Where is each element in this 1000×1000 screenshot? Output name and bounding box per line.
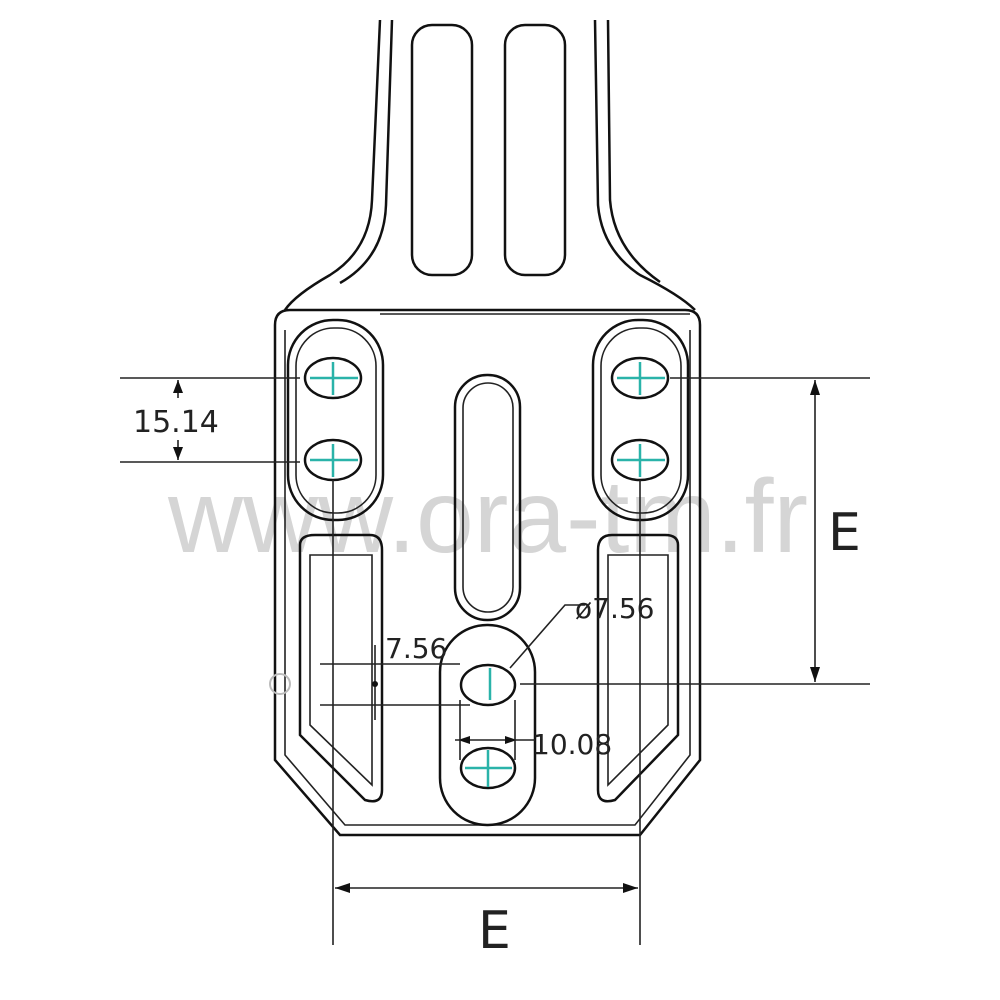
- dimension-slot-width: 7.56: [320, 632, 470, 720]
- side-slots: [298, 533, 680, 803]
- bottom-hole-slot: [438, 623, 537, 827]
- dimension-horizontal-e: E: [332, 480, 641, 961]
- center-slot: [453, 373, 522, 622]
- dim-label-vertical-e: E: [828, 503, 861, 563]
- dimension-vertical-e: E: [520, 377, 870, 685]
- dimension-slot-length: 10.08: [455, 700, 612, 761]
- dim-label-horizontal-e: E: [478, 901, 511, 961]
- center-slot-inner: [462, 382, 514, 613]
- bracket-stem: [283, 19, 696, 311]
- dim-label-slot-length: 10.08: [532, 728, 612, 761]
- dim-label-slot-width: 7.56: [385, 632, 447, 665]
- left-hole-pair: [286, 318, 385, 522]
- dim-label-hole-diameter: ø7.56: [575, 592, 654, 625]
- dim-label-hole-spacing: 15.14: [133, 405, 219, 440]
- dimension-hole-spacing: 15.14: [120, 377, 300, 463]
- dimension-hole-diameter: ø7.56: [509, 592, 654, 669]
- faint-mark-icon: [269, 673, 291, 695]
- watermark: www.ora-tm.fr: [167, 459, 808, 575]
